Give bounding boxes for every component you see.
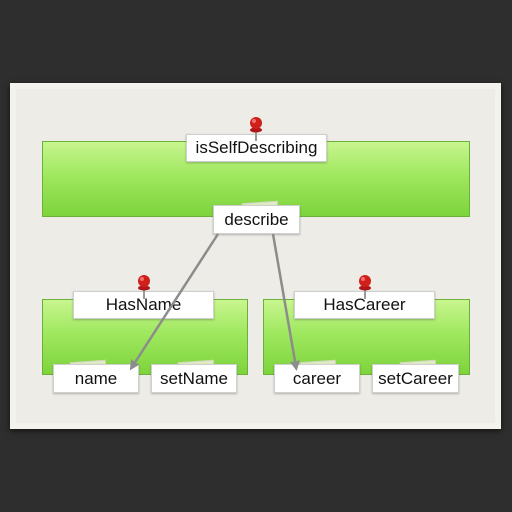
method-label-setcareer: setCareer (372, 364, 459, 393)
method-label-setname: setName (151, 364, 237, 393)
method-label-career: career (274, 364, 360, 393)
pushpin-icon (138, 275, 150, 299)
method-label-describe: describe (213, 205, 300, 234)
pushpin-icon (359, 275, 371, 299)
pushpin-icon (250, 117, 262, 141)
method-label-name: name (53, 364, 139, 393)
